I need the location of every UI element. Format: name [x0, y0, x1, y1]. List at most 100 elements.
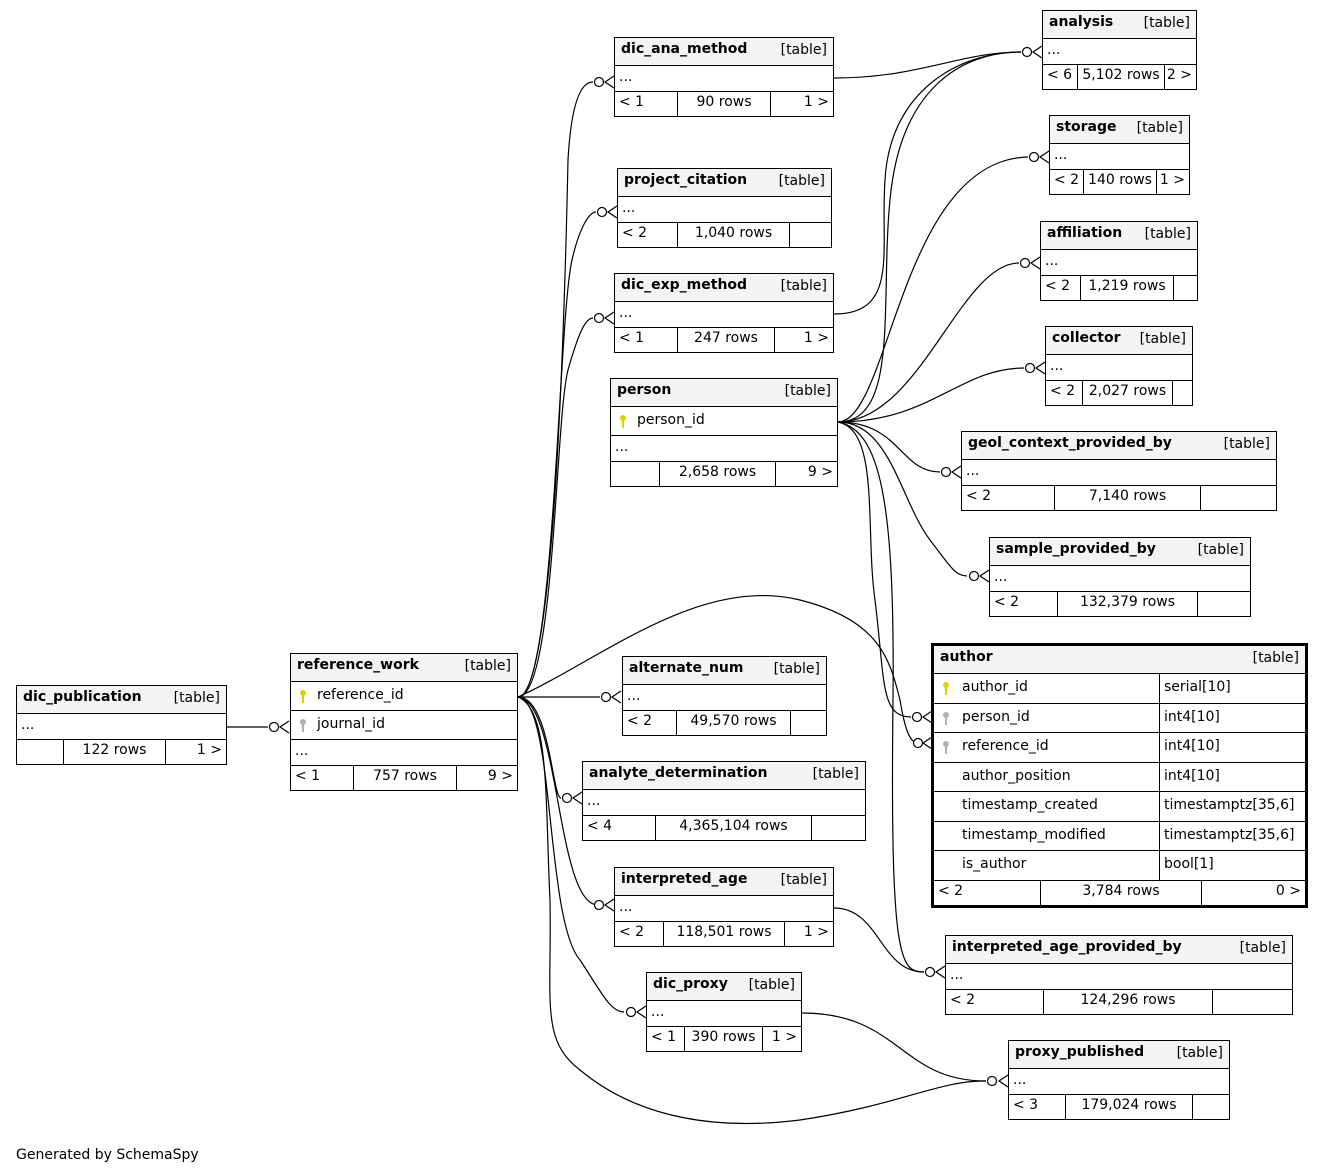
column-row[interactable]: author_position int4[10]	[934, 762, 1305, 792]
table-name[interactable]: interpreted_age_provided_by	[952, 939, 1182, 955]
column-row[interactable]: timestamp_created timestamptz[35,6]	[934, 792, 1305, 822]
table-name[interactable]: sample_provided_by	[996, 541, 1156, 557]
table-name[interactable]: affiliation	[1047, 225, 1123, 241]
columns-collapsed: ...	[1041, 250, 1197, 276]
table-analysis[interactable]: analysis[table] ... < 6 5,102 rows 2 >	[1042, 10, 1197, 90]
parents-count[interactable]: < 1	[647, 1027, 685, 1051]
table-name[interactable]: dic_ana_method	[621, 41, 748, 57]
table-dic-publication[interactable]: dic_publication[table] ... 122 rows 1 >	[16, 685, 227, 765]
parents-count[interactable]: < 2	[615, 922, 664, 946]
primary-key-icon	[942, 681, 950, 700]
table-name[interactable]: dic_proxy	[653, 976, 728, 992]
table-header: reference_work[table]	[291, 654, 517, 682]
table-type: [table]	[1197, 542, 1244, 558]
table-interpreted-age[interactable]: interpreted_age[table] ... < 2 118,501 r…	[614, 867, 834, 947]
parents-count[interactable]: < 2	[1041, 276, 1081, 300]
table-name[interactable]: analysis	[1049, 14, 1114, 30]
parents-count[interactable]: < 2	[962, 486, 1055, 510]
table-name[interactable]: dic_publication	[23, 689, 142, 705]
table-name[interactable]: reference_work	[297, 657, 419, 673]
table-name[interactable]: storage	[1056, 119, 1117, 135]
parents-count[interactable]	[611, 462, 660, 486]
table-reference-work[interactable]: reference_work[table] reference_id journ…	[290, 653, 518, 791]
table-type: [table]	[780, 278, 827, 294]
table-header: author[table]	[934, 646, 1305, 674]
table-sample-provided-by[interactable]: sample_provided_by[table] ... < 2 132,37…	[989, 537, 1251, 617]
parents-count[interactable]: < 6	[1043, 65, 1078, 89]
table-proxy-published[interactable]: proxy_published[table] ... < 3 179,024 r…	[1008, 1040, 1230, 1120]
children-count[interactable]	[1174, 276, 1197, 300]
table-name[interactable]: author	[940, 649, 993, 665]
children-count[interactable]	[1173, 381, 1192, 405]
children-count[interactable]	[1213, 990, 1292, 1014]
table-project-citation[interactable]: project_citation[table] ... < 2 1,040 ro…	[617, 168, 832, 248]
table-name[interactable]: dic_exp_method	[621, 277, 748, 293]
row-count: 122 rows	[64, 740, 166, 764]
children-count[interactable]	[1193, 1095, 1229, 1119]
children-count[interactable]: 0 >	[1275, 882, 1301, 899]
table-storage[interactable]: storage[table] ... < 2 140 rows 1 >	[1049, 115, 1190, 195]
table-dic-ana-method[interactable]: dic_ana_method[table] ... < 1 90 rows 1 …	[614, 37, 834, 117]
parents-count[interactable]: < 2	[990, 592, 1058, 616]
table-alternate-num[interactable]: alternate_num[table] ... < 2 49,570 rows	[622, 656, 827, 736]
table-interpreted-age-provided-by[interactable]: interpreted_age_provided_by[table] ... <…	[945, 935, 1293, 1015]
table-name[interactable]: interpreted_age	[621, 871, 748, 887]
column-name: timestamp_created	[962, 797, 1098, 813]
parents-count[interactable]: < 2	[1050, 170, 1084, 194]
table-collector[interactable]: collector[table] ... < 2 2,027 rows	[1045, 326, 1193, 406]
table-name[interactable]: geol_context_provided_by	[968, 435, 1172, 451]
parents-count[interactable]: < 3	[1009, 1095, 1066, 1119]
parents-count[interactable]: < 4	[583, 816, 656, 840]
table-name[interactable]: project_citation	[624, 172, 748, 188]
column-row[interactable]: journal_id	[291, 711, 517, 740]
parents-count[interactable]: < 2	[623, 711, 677, 735]
children-count[interactable]: 1 >	[803, 94, 829, 110]
column-row[interactable]: reference_id	[291, 682, 517, 711]
column-row[interactable]: person_id int4[10]	[934, 703, 1305, 733]
children-count[interactable]	[790, 223, 831, 247]
children-count[interactable]	[812, 816, 865, 840]
column-row[interactable]: author_id serial[10]	[934, 674, 1305, 704]
parents-count[interactable]: < 2	[618, 223, 678, 247]
children-count[interactable]: 1 >	[803, 330, 829, 346]
children-count[interactable]: 9 >	[487, 768, 513, 784]
table-name[interactable]: proxy_published	[1015, 1044, 1145, 1060]
row-count: 5,102 rows	[1078, 65, 1165, 89]
parents-count[interactable]: < 1	[615, 92, 678, 116]
parents-count[interactable]	[17, 740, 64, 764]
table-name[interactable]: collector	[1052, 330, 1121, 346]
children-count[interactable]: 2 >	[1166, 67, 1192, 83]
column-name: reference_id	[962, 738, 1049, 754]
column-row[interactable]: person_id	[611, 407, 837, 436]
table-geol-context-provided-by[interactable]: geol_context_provided_by[table] ... < 2 …	[961, 431, 1277, 511]
table-type: [table]	[1223, 436, 1270, 452]
children-count[interactable]: 9 >	[807, 464, 833, 480]
parents-count[interactable]: < 2	[1046, 381, 1083, 405]
table-dic-exp-method[interactable]: dic_exp_method[table] ... < 1 247 rows 1…	[614, 273, 834, 353]
table-type: [table]	[1139, 331, 1186, 347]
parents-count[interactable]: < 1	[291, 766, 354, 790]
table-person[interactable]: person[table] person_id ... 2,658 rows 9…	[610, 378, 838, 487]
table-dic-proxy[interactable]: dic_proxy[table] ... < 1 390 rows 1 >	[646, 972, 802, 1052]
table-name[interactable]: alternate_num	[629, 660, 744, 676]
parents-count[interactable]: < 1	[615, 328, 678, 352]
table-name[interactable]: person	[617, 382, 672, 398]
table-analyte-determination[interactable]: analyte_determination[table] ... < 4 4,3…	[582, 761, 866, 841]
parents-count[interactable]: < 2	[946, 990, 1044, 1014]
table-affiliation[interactable]: affiliation[table] ... < 2 1,219 rows	[1040, 221, 1198, 301]
row-count: 179,024 rows	[1066, 1095, 1193, 1119]
children-count[interactable]	[791, 711, 826, 735]
children-count[interactable]: 1 >	[196, 742, 222, 758]
table-name[interactable]: analyte_determination	[589, 765, 768, 781]
columns-collapsed: ...	[623, 685, 826, 711]
column-row[interactable]: reference_id int4[10]	[934, 733, 1305, 763]
children-count[interactable]	[1201, 486, 1276, 510]
children-count[interactable]: 1 >	[1159, 172, 1185, 188]
column-row[interactable]: timestamp_modified timestamptz[35,6]	[934, 821, 1305, 851]
table-author[interactable]: author[table] author_id serial[10] perso…	[931, 643, 1308, 908]
children-count[interactable]: 1 >	[771, 1029, 797, 1045]
column-row[interactable]: is_author bool[1]	[934, 851, 1305, 881]
parents-count[interactable]: < 2	[934, 880, 1041, 905]
children-count[interactable]	[1198, 592, 1250, 616]
children-count[interactable]: 1 >	[803, 924, 829, 940]
